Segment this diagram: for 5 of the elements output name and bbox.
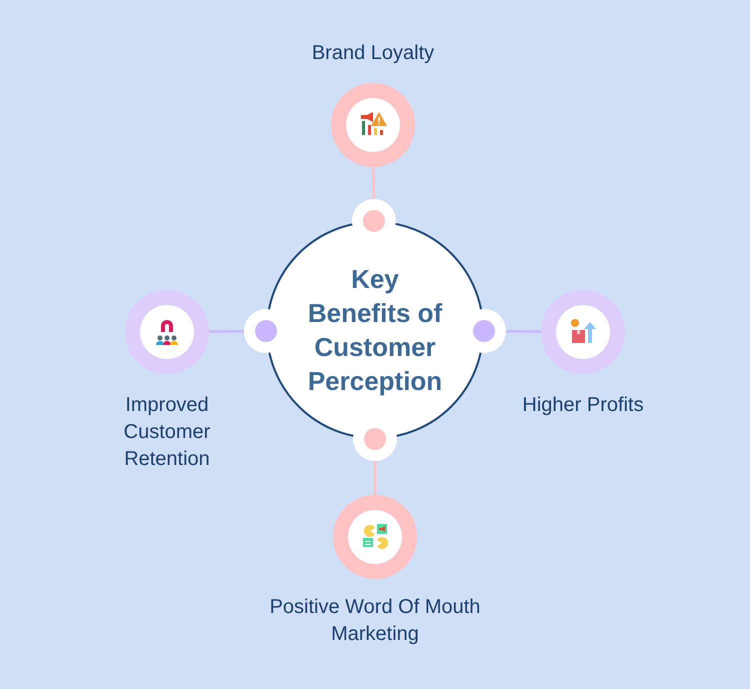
benefit-label: Positive Word Of Mouth Marketing <box>268 595 482 647</box>
benefit-label: Higher Profits <box>521 393 645 418</box>
center-title: Key Benefits of Customer Perception <box>306 263 444 398</box>
benefit-label: Improved Customer Retention <box>122 393 212 472</box>
benefit-label: Brand Loyalty <box>310 41 436 66</box>
